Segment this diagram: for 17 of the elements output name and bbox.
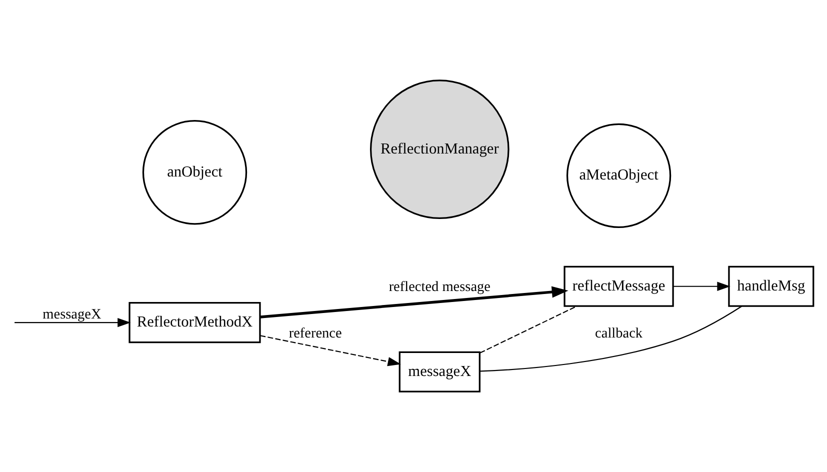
- node-box: ReflectorMethodX: [128, 302, 261, 344]
- node-box: messageX: [398, 351, 480, 392]
- arrow: [14, 318, 131, 328]
- arrow: [260, 286, 568, 318]
- node-circle: aMetaObject: [566, 123, 672, 228]
- node-circle: anObject: [142, 120, 248, 225]
- node-box: reflectMessage: [564, 266, 674, 307]
- connector: [480, 306, 577, 354]
- arrow: [673, 282, 730, 291]
- edge-label: reflected message: [388, 279, 490, 296]
- edge-label: messageX: [42, 306, 102, 323]
- connector: [480, 306, 742, 372]
- node-circle: ReflectionManager: [370, 80, 510, 220]
- edge-label: callback: [595, 325, 643, 342]
- edge-label: reference: [288, 325, 342, 342]
- node-box: handleMsg: [728, 266, 814, 307]
- arrow: [260, 335, 401, 366]
